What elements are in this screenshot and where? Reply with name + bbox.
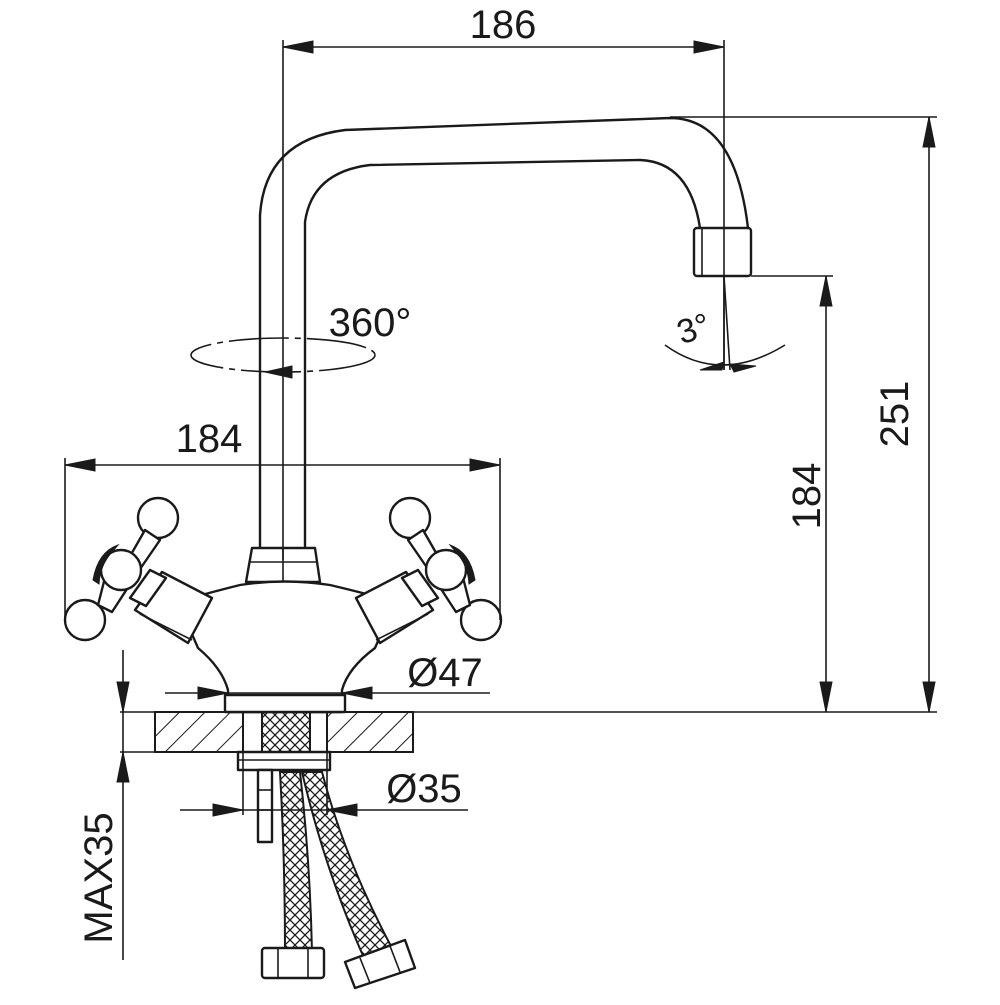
- right-valve-neck: [400, 568, 440, 608]
- max-counter-thickness-label: MAX35: [77, 812, 121, 943]
- handle-span-label: 184: [176, 417, 243, 461]
- countertop-right: [326, 711, 414, 753]
- mounting-shank: [261, 711, 311, 753]
- base-flange: [223, 693, 347, 714]
- dimension-lines: [64, 40, 937, 960]
- spout-height-label: 184: [785, 463, 829, 530]
- threaded-stud: [256, 768, 274, 844]
- spout-tilt-label: 3°: [672, 306, 715, 352]
- flex-hoses: [260, 771, 417, 990]
- spout-outer-contour: [258, 116, 750, 562]
- aerator: [692, 226, 753, 278]
- faucet-outline: [63, 116, 753, 714]
- hose-left: [278, 771, 314, 953]
- spout-inner-contour: [303, 158, 702, 562]
- hose-nut-right: [343, 938, 417, 990]
- left-valve-neck: [128, 568, 168, 608]
- countertop-left: [154, 711, 244, 753]
- right-cross-handle: [388, 496, 503, 642]
- base-diameter-label: Ø47: [407, 651, 483, 695]
- dimension-labels: 186 184 360° 3° Ø47 Ø35 251 184 MAX35: [77, 3, 917, 944]
- hose-right: [300, 771, 394, 960]
- total-height-label: 251: [873, 381, 917, 448]
- left-cross-handle: [63, 496, 180, 642]
- mounting-nut: [236, 750, 332, 772]
- spout-reach-label: 186: [470, 3, 537, 47]
- hole-diameter-label: Ø35: [386, 767, 462, 811]
- rotation-label: 360°: [329, 301, 412, 345]
- hose-nut-left: [260, 946, 326, 980]
